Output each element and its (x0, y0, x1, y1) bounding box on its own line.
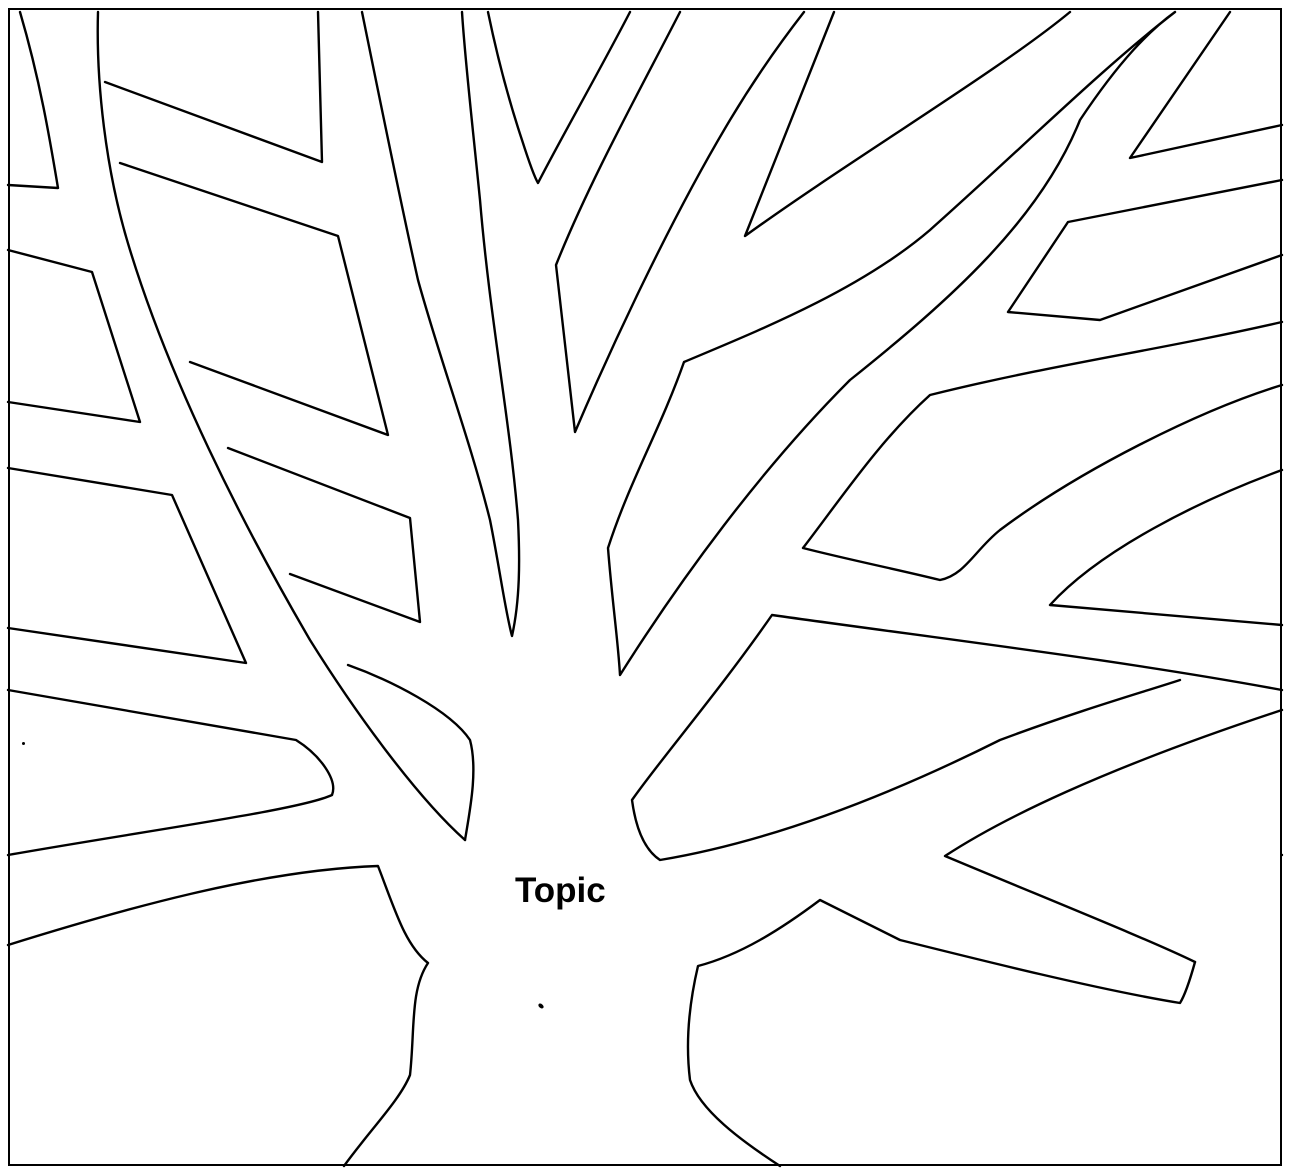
branch-right-lower-b (943, 708, 1284, 964)
branch-4-outline (346, 663, 475, 842)
branch-2-outline (118, 161, 390, 437)
ink-speck (22, 742, 25, 745)
branch-lower-left-a (6, 688, 335, 857)
branch-right-d (1006, 178, 1284, 322)
branch-1-outline (103, 10, 324, 164)
branch-right-f (1048, 468, 1284, 627)
trunk-inner-left (360, 10, 521, 638)
branch-upper-right-c (1128, 10, 1284, 160)
branch-upper-right-a (743, 10, 1072, 238)
branch-lower-left-b (6, 864, 430, 1168)
spine-left-inner (6, 248, 142, 424)
trunk-left-edge (96, 10, 467, 842)
branch-3-outline (226, 446, 422, 624)
branch-upper-right-b (606, 10, 1177, 677)
branch-upper-left-outline (6, 10, 60, 190)
topic-label: Topic (515, 871, 606, 910)
trunk-inner-mid (486, 10, 632, 185)
branch-right-e (801, 320, 1284, 582)
trunk-inner-right (554, 10, 806, 434)
branch-right-lower-c (686, 898, 1197, 1168)
branch-right-lower-a (630, 613, 1284, 862)
spine-left-lower (6, 466, 248, 665)
